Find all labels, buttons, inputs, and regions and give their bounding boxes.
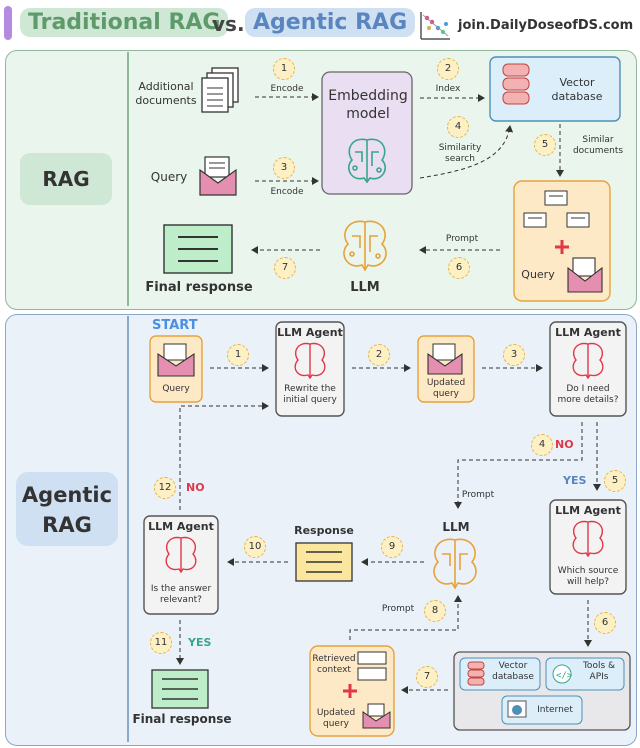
logo-icon bbox=[420, 12, 450, 40]
agent2-text: Do I need more details? bbox=[557, 384, 619, 406]
agent2-title: LLM Agent bbox=[555, 326, 621, 339]
yes-label-1: YES bbox=[563, 474, 587, 487]
prompt-label-1: Prompt bbox=[461, 490, 495, 500]
rag-llm-label: LLM bbox=[350, 280, 380, 295]
source-db-icon bbox=[467, 661, 485, 686]
plus-icon-2 bbox=[343, 684, 357, 698]
agentic-step-8: 8 bbox=[424, 600, 446, 622]
agentic-step-9: 9 bbox=[381, 536, 403, 558]
agent4-text: Is the answer relevant? bbox=[150, 584, 212, 606]
rag-step-6: 6 bbox=[448, 257, 470, 279]
rag-step-3: 3 bbox=[273, 157, 295, 179]
rag-section-label: RAG bbox=[20, 153, 112, 205]
agentic-step-2: 2 bbox=[368, 344, 390, 366]
rag-divider bbox=[127, 52, 129, 306]
agentic-divider bbox=[127, 316, 129, 742]
agentic-step-5: 5 bbox=[604, 470, 626, 492]
agentic-llm-brain-icon bbox=[433, 538, 477, 590]
site-url[interactable]: join.DailyDoseofDS.com bbox=[458, 18, 634, 33]
additional-documents-label: Additional documents bbox=[135, 80, 197, 107]
index-label: Index bbox=[435, 84, 461, 94]
retrieved-context-label: Retrieved context bbox=[312, 654, 356, 676]
query-envelope-icon-2 bbox=[567, 257, 603, 293]
documents-icon bbox=[201, 67, 239, 113]
start-label: START bbox=[152, 318, 198, 333]
rag-step-7: 7 bbox=[274, 257, 296, 279]
agentic-final-response-label: Final response bbox=[132, 712, 232, 726]
title-vs: vs. bbox=[212, 12, 245, 36]
response-label: Response bbox=[294, 524, 354, 537]
updated-query-label-2: Updated query bbox=[316, 708, 356, 730]
agent2-brain-icon bbox=[572, 342, 604, 380]
vector-database-label: Vector database bbox=[551, 76, 603, 103]
code-icon: </> bbox=[552, 664, 573, 684]
rag-query-label: Query bbox=[150, 170, 188, 184]
database-icon bbox=[502, 63, 530, 105]
brain-icon bbox=[348, 138, 386, 184]
agent3-title: LLM Agent bbox=[555, 504, 621, 517]
no-label-1: NO bbox=[555, 438, 574, 451]
encode-label-1: Encode bbox=[270, 84, 304, 94]
plus-icon bbox=[555, 240, 569, 254]
agentic-step-11: 11 bbox=[150, 632, 172, 654]
agentic-step-12: 12 bbox=[154, 477, 176, 499]
header-accent-bar bbox=[4, 6, 12, 40]
agentic-step-3: 3 bbox=[503, 344, 525, 366]
updated-query-envelope-icon bbox=[427, 343, 463, 375]
agent3-brain-icon bbox=[572, 520, 604, 558]
start-query-envelope-icon bbox=[157, 343, 195, 377]
source-internet-label: Internet bbox=[537, 705, 573, 715]
encode-label-2: Encode bbox=[270, 187, 304, 197]
updated-query-label: Updated query bbox=[426, 378, 466, 400]
agentic-section-label: Agentic RAG bbox=[16, 472, 118, 546]
agent3-text: Which source will help? bbox=[557, 566, 619, 588]
embedding-model-label: Embedding model bbox=[328, 88, 408, 122]
agent4-brain-icon bbox=[165, 536, 197, 574]
globe-icon bbox=[507, 700, 527, 718]
source-tools-label: Tools & APIs bbox=[582, 661, 616, 683]
agentic-step-7: 7 bbox=[416, 666, 438, 688]
title-traditional-rag: Traditional RAG bbox=[20, 8, 229, 37]
rag-step-4: 4 bbox=[447, 116, 469, 138]
agent1-text: Rewrite the initial query bbox=[283, 384, 337, 406]
agentic-step-6: 6 bbox=[594, 612, 616, 634]
rag-final-response-label: Final response bbox=[145, 280, 253, 295]
agentic-step-10: 10 bbox=[244, 536, 266, 558]
agent1-brain-icon bbox=[294, 342, 326, 380]
agent4-title: LLM Agent bbox=[148, 520, 214, 533]
similar-documents-label: Similar documents bbox=[572, 135, 624, 157]
agentic-llm-label: LLM bbox=[442, 520, 470, 534]
rag-step-5: 5 bbox=[534, 134, 556, 156]
similarity-search-label: Similarity search bbox=[438, 143, 482, 165]
prompt-label-2: Prompt bbox=[381, 604, 415, 614]
no-label-2: NO bbox=[186, 481, 205, 494]
retrieved-docs-icon bbox=[523, 190, 590, 228]
agentic-step-1: 1 bbox=[227, 344, 249, 366]
svg-text:</>: </> bbox=[556, 671, 573, 681]
rag-step-1: 1 bbox=[273, 58, 295, 80]
rag-query-box-label: Query bbox=[521, 268, 555, 281]
rag-step-2: 2 bbox=[437, 58, 459, 80]
agentic-step-4: 4 bbox=[531, 434, 553, 456]
llm-brain-icon bbox=[343, 220, 387, 272]
prompt-label: Prompt bbox=[445, 234, 479, 244]
yes-label-2: YES bbox=[188, 636, 212, 649]
rag-diagram bbox=[163, 56, 621, 302]
start-query-label: Query bbox=[162, 384, 190, 394]
title-agentic-rag: Agentic RAG bbox=[245, 8, 416, 37]
query-envelope-icon bbox=[199, 156, 237, 196]
agent1-title: LLM Agent bbox=[277, 326, 343, 339]
source-vector-db-label: Vector database bbox=[492, 661, 534, 683]
retrieved-envelope-icon bbox=[362, 703, 391, 729]
